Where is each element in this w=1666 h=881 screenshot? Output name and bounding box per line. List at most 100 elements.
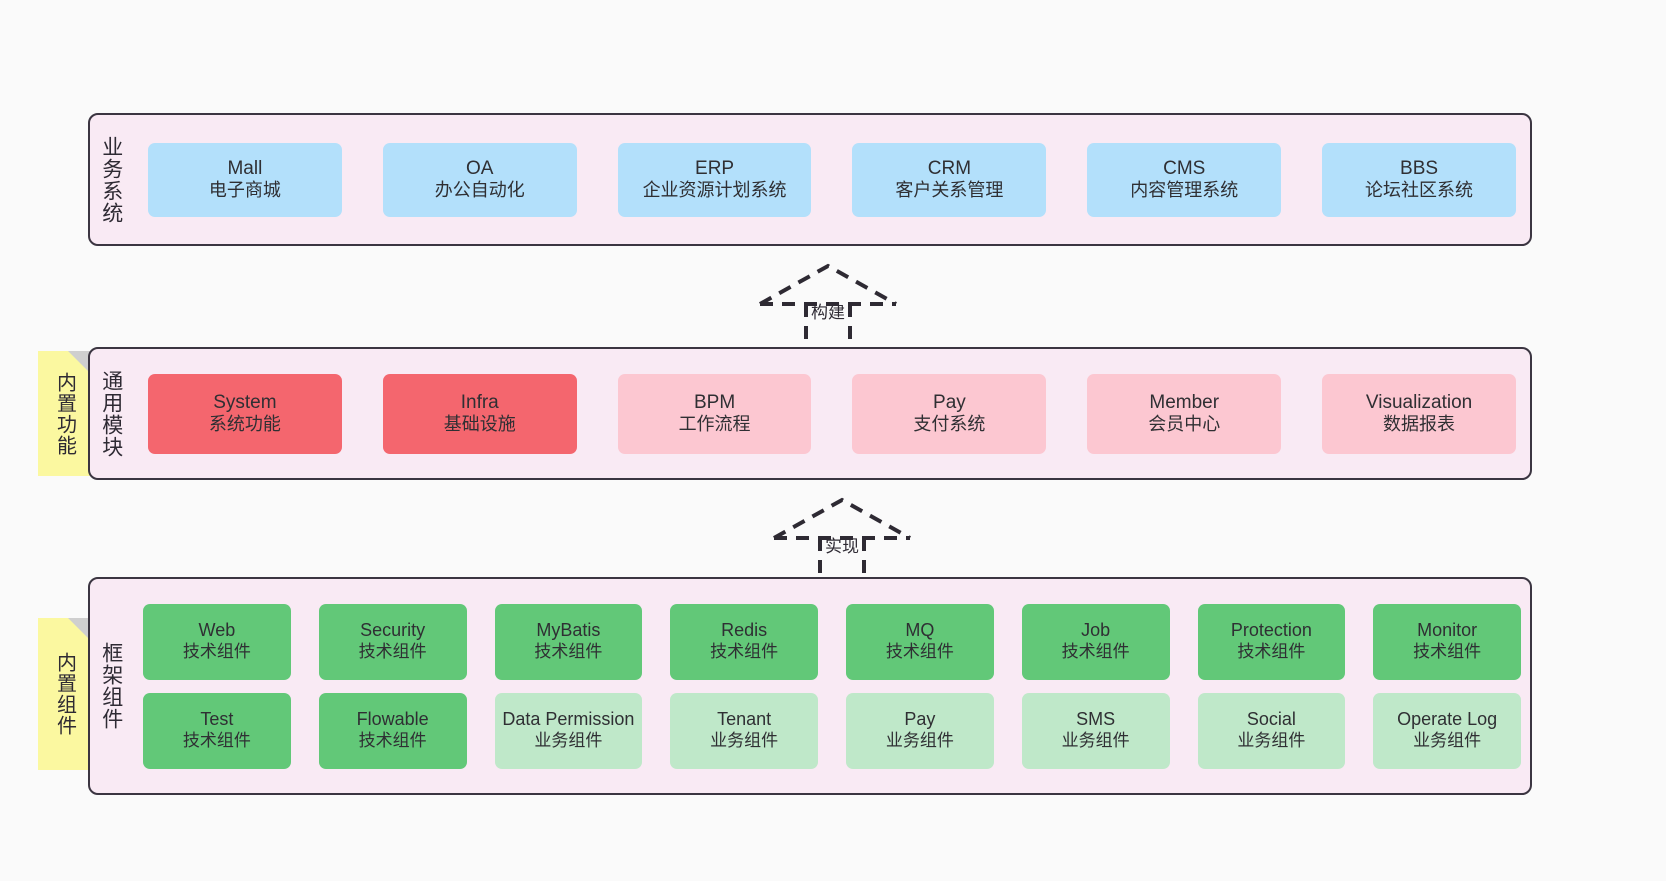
card-title: CMS	[1163, 157, 1206, 179]
business-card-grid: Mall 电子商城 OA 办公自动化 ERP 企业资源计划系统 CRM 客户关系…	[136, 142, 1516, 217]
card-title: MyBatis	[536, 620, 601, 641]
card-subtitle: 技术组件	[182, 642, 251, 662]
card-title: BBS	[1400, 157, 1439, 179]
card-subtitle: 支付系统	[913, 414, 986, 435]
framework-card-tenant[interactable]: Tenant 业务组件	[670, 692, 818, 769]
card-subtitle: 技术组件	[358, 642, 427, 662]
card-subtitle: 技术组件	[1237, 642, 1306, 662]
framework-card-test[interactable]: Test 技术组件	[143, 692, 291, 769]
card-subtitle: 办公自动化	[434, 180, 525, 201]
card-title: Protection	[1230, 620, 1312, 641]
card-subtitle: 数据报表	[1383, 414, 1456, 435]
card-subtitle: 技术组件	[710, 642, 779, 662]
framework-card-web[interactable]: Web 技术组件	[143, 603, 291, 680]
framework-card-sms[interactable]: SMS 业务组件	[1021, 692, 1170, 769]
layer-framework-title: 框架组件	[99, 642, 123, 730]
layer-module-title: 通用模块	[99, 369, 123, 458]
business-card-bbs[interactable]: BBS 论坛社区系统	[1322, 142, 1516, 217]
card-subtitle: 业务组件	[1237, 731, 1306, 751]
card-title: Tenant	[717, 709, 772, 730]
framework-card-security[interactable]: Security 技术组件	[318, 603, 467, 680]
card-title: CRM	[927, 157, 972, 179]
card-title: Flowable	[356, 709, 429, 730]
card-title: Pay	[904, 709, 936, 730]
arrow-head-triangle	[759, 263, 897, 306]
business-card-mall[interactable]: Mall 电子商城	[148, 142, 342, 217]
layer-business-body: Mall 电子商城 OA 办公自动化 ERP 企业资源计划系统 CRM 客户关系…	[132, 115, 1530, 244]
framework-card-social[interactable]: Social 业务组件	[1197, 692, 1346, 769]
business-card-oa[interactable]: OA 办公自动化	[382, 142, 577, 217]
card-title: System	[213, 391, 277, 413]
sticky-note-built-in-features: 内置功能	[38, 351, 90, 476]
module-card-grid: System 系统功能 Infra 基础设施 BPM 工作流程 Pay 支付系统…	[136, 373, 1516, 454]
arrow-head-triangle	[773, 497, 911, 540]
module-card-bpm[interactable]: BPM 工作流程	[617, 373, 812, 454]
framework-card-operate-log[interactable]: Operate Log 业务组件	[1373, 692, 1521, 769]
framework-card-redis[interactable]: Redis 技术组件	[670, 603, 818, 680]
sticky-note-label: 内置功能	[53, 371, 76, 456]
sticky-fold-corner-icon	[68, 351, 90, 373]
layer-module-body: System 系统功能 Infra 基础设施 BPM 工作流程 Pay 支付系统…	[132, 349, 1530, 478]
framework-card-flowable[interactable]: Flowable 技术组件	[318, 692, 467, 769]
card-subtitle: 业务组件	[710, 731, 779, 751]
card-subtitle: 企业资源计划系统	[642, 180, 787, 201]
card-title: Infra	[460, 391, 499, 413]
card-title: ERP	[695, 157, 735, 179]
card-subtitle: 业务组件	[885, 731, 954, 751]
card-title: BPM	[693, 391, 736, 413]
layer-business-systems: 业务系统 Mall 电子商城 OA 办公自动化 ERP 企业资源计划系统 CRM	[88, 113, 1532, 246]
layer-framework-components: 框架组件 Web 技术组件 Security 技术组件 MyBatis 技术组件…	[88, 577, 1532, 795]
connector-implement: 实现	[752, 492, 932, 584]
layer-common-modules: 通用模块 System 系统功能 Infra 基础设施 BPM 工作流程 Pay	[88, 347, 1532, 480]
framework-card-data-permission[interactable]: Data Permission 业务组件	[494, 692, 643, 769]
card-subtitle: 基础设施	[443, 414, 516, 435]
card-subtitle: 技术组件	[182, 731, 251, 751]
card-subtitle: 电子商城	[208, 180, 281, 201]
sticky-note-built-in-components: 内置组件	[38, 618, 90, 770]
framework-card-monitor[interactable]: Monitor 技术组件	[1373, 603, 1521, 680]
module-card-member[interactable]: Member 会员中心	[1087, 373, 1282, 454]
card-title: Web	[198, 620, 236, 641]
module-card-system[interactable]: System 系统功能	[148, 373, 342, 454]
card-title: Data Permission	[502, 709, 635, 730]
sticky-fold-corner-icon	[68, 618, 90, 640]
card-title: Redis	[721, 620, 768, 641]
card-title: Pay	[933, 391, 966, 413]
card-subtitle: 内容管理系统	[1130, 180, 1239, 201]
card-subtitle: 技术组件	[885, 642, 954, 662]
card-subtitle: 论坛社区系统	[1365, 180, 1474, 201]
framework-card-mq[interactable]: MQ 技术组件	[846, 603, 994, 680]
card-title: Job	[1081, 620, 1111, 641]
card-subtitle: 客户关系管理	[895, 180, 1004, 201]
business-card-erp[interactable]: ERP 企业资源计划系统	[617, 142, 812, 217]
module-card-infra[interactable]: Infra 基础设施	[382, 373, 577, 454]
card-title: MQ	[905, 620, 935, 641]
framework-card-pay[interactable]: Pay 业务组件	[846, 692, 994, 769]
framework-card-mybatis[interactable]: MyBatis 技术组件	[494, 603, 643, 680]
card-subtitle: 工作流程	[678, 414, 751, 435]
card-title: Social	[1246, 709, 1296, 730]
module-card-visualization[interactable]: Visualization 数据报表	[1322, 373, 1516, 454]
card-title: Visualization	[1365, 391, 1473, 413]
framework-card-grid-row2: Test 技术组件 Flowable 技术组件 Data Permission …	[133, 692, 1521, 769]
module-card-pay[interactable]: Pay 支付系统	[852, 373, 1047, 454]
card-title: SMS	[1076, 709, 1116, 730]
framework-card-job[interactable]: Job 技术组件	[1021, 603, 1170, 680]
sticky-note-label: 内置组件	[53, 652, 76, 736]
card-subtitle: 业务组件	[1413, 731, 1482, 751]
framework-card-protection[interactable]: Protection 技术组件	[1197, 603, 1346, 680]
business-card-crm[interactable]: CRM 客户关系管理	[852, 142, 1047, 217]
card-subtitle: 会员中心	[1148, 414, 1221, 435]
framework-card-grid-row1: Web 技术组件 Security 技术组件 MyBatis 技术组件 Redi…	[133, 603, 1521, 680]
card-subtitle: 技术组件	[534, 642, 603, 662]
connector-implement-label: 实现	[825, 537, 859, 556]
card-title: OA	[466, 157, 494, 179]
card-subtitle: 系统功能	[208, 414, 281, 435]
card-title: Security	[360, 620, 426, 641]
card-title: Test	[200, 709, 234, 730]
business-card-cms[interactable]: CMS 内容管理系统	[1087, 142, 1282, 217]
connector-build: 构建	[738, 258, 918, 350]
card-subtitle: 技术组件	[1413, 642, 1482, 662]
layer-framework-body: Web 技术组件 Security 技术组件 MyBatis 技术组件 Redi…	[132, 579, 1530, 793]
